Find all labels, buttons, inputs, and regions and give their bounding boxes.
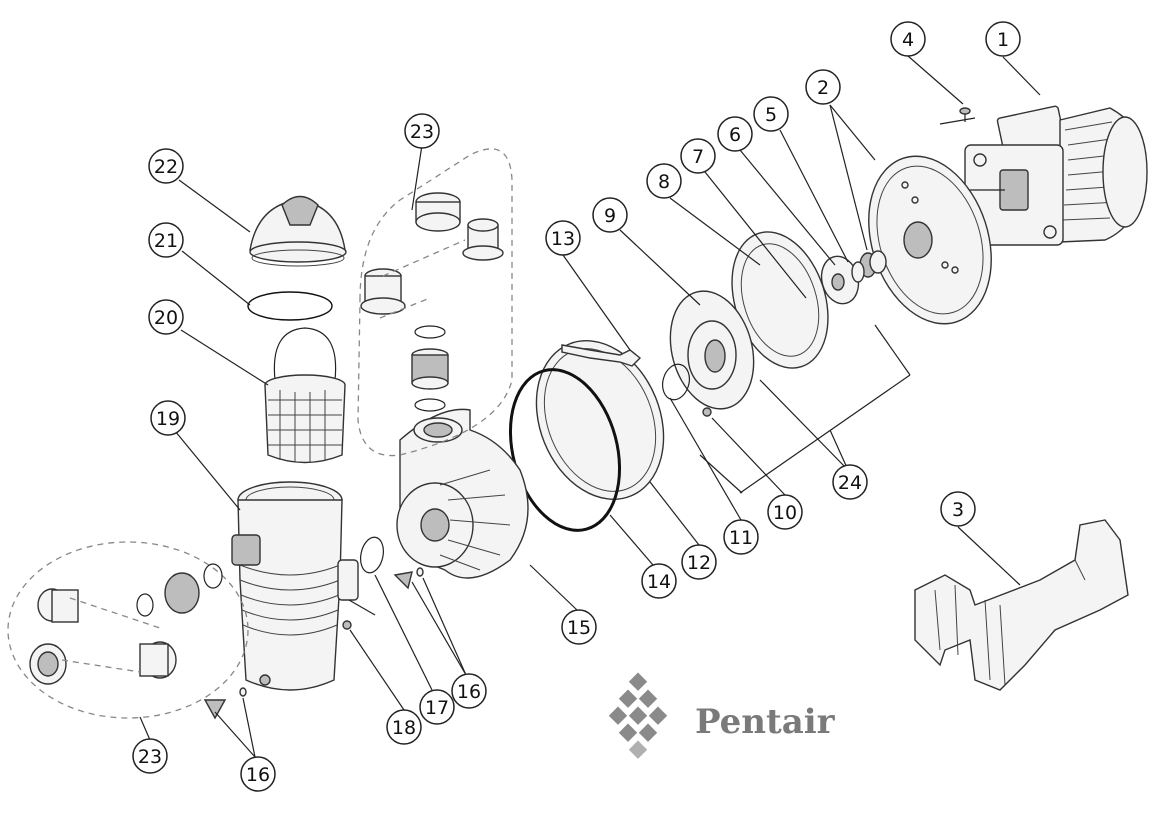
callout-label: 12 (687, 552, 711, 574)
part-strainer-basket (264, 327, 346, 464)
part-drain-plug (203, 567, 424, 720)
callout-label: 13 (551, 228, 575, 250)
callout-label: 20 (154, 307, 178, 329)
callout-14: 14 (641, 563, 677, 599)
callout-label: 5 (765, 104, 777, 126)
callout-9: 9 (592, 197, 628, 233)
callout-24: 24 (832, 464, 868, 500)
pentair-diamond-logo-icon (608, 672, 668, 759)
callout-label: 11 (729, 527, 753, 549)
part-clamp-knob (561, 344, 642, 367)
pentair-brand-wordmark: Pentair (695, 702, 836, 742)
callout-label: 16 (457, 681, 481, 703)
part-clamp-band (535, 340, 665, 500)
callout-label: 17 (425, 697, 449, 719)
part-union-kit-bottom (7, 541, 249, 719)
callout-21: 21 (148, 222, 184, 258)
callout-13: 13 (545, 220, 581, 256)
callout-16-pot: 16 (240, 756, 276, 792)
callout-label: 10 (773, 502, 797, 524)
part-seal-plate (868, 155, 992, 325)
callout-3: 3 (940, 491, 976, 527)
callout-label: 3 (952, 499, 964, 521)
callout-label: 23 (138, 746, 162, 768)
part-motor-bolt (959, 107, 971, 122)
callout-label: 1 (997, 29, 1009, 51)
callout-label: 8 (658, 171, 670, 193)
callout-1: 1 (985, 21, 1021, 57)
part-impeller (820, 255, 865, 305)
part-lid-o-ring (247, 291, 333, 321)
part-pump-housing (396, 408, 529, 579)
part-screw (342, 620, 352, 630)
callout-17: 17 (419, 689, 455, 725)
part-strainer-pot (231, 481, 359, 691)
callout-23-bottom: 23 (132, 738, 168, 774)
callout-5: 5 (753, 96, 789, 132)
callout-label: 7 (692, 146, 704, 168)
callout-11: 11 (723, 519, 759, 555)
leader-lines (139, 55, 1041, 758)
callout-12: 12 (681, 544, 717, 580)
callout-2: 2 (805, 69, 841, 105)
callout-label: 14 (647, 571, 671, 593)
callout-16-housing: 16 (451, 673, 487, 709)
callout-label: 6 (729, 124, 741, 146)
callout-19: 19 (150, 400, 186, 436)
callout-18: 18 (386, 709, 422, 745)
part-diffuser (669, 290, 755, 410)
callout-22: 22 (148, 148, 184, 184)
callout-6: 6 (717, 116, 753, 152)
callout-label: 21 (154, 230, 178, 252)
callout-label: 19 (156, 408, 180, 430)
part-motor (960, 105, 1148, 246)
callout-8: 8 (646, 163, 682, 199)
callout-label: 2 (817, 77, 829, 99)
part-motor-support (914, 519, 1129, 691)
callout-label: 15 (567, 617, 591, 639)
callout-label: 9 (604, 205, 616, 227)
callout-4: 4 (890, 21, 926, 57)
callout-label: 18 (392, 717, 416, 739)
callout-label: 24 (838, 472, 862, 494)
callout-7: 7 (680, 138, 716, 174)
callout-10: 10 (767, 494, 803, 530)
part-strainer-lid (249, 195, 347, 267)
part-gasket (360, 536, 384, 574)
callout-label: 16 (246, 764, 270, 786)
part-union-kit-top (357, 148, 513, 457)
callout-label: 4 (902, 29, 914, 51)
callout-label: 22 (154, 156, 178, 178)
callout-20: 20 (148, 299, 184, 335)
callout-23-top: 23 (404, 113, 440, 149)
callout-label: 23 (410, 121, 434, 143)
callout-15: 15 (561, 609, 597, 645)
part-diffuser-screw (702, 407, 712, 417)
